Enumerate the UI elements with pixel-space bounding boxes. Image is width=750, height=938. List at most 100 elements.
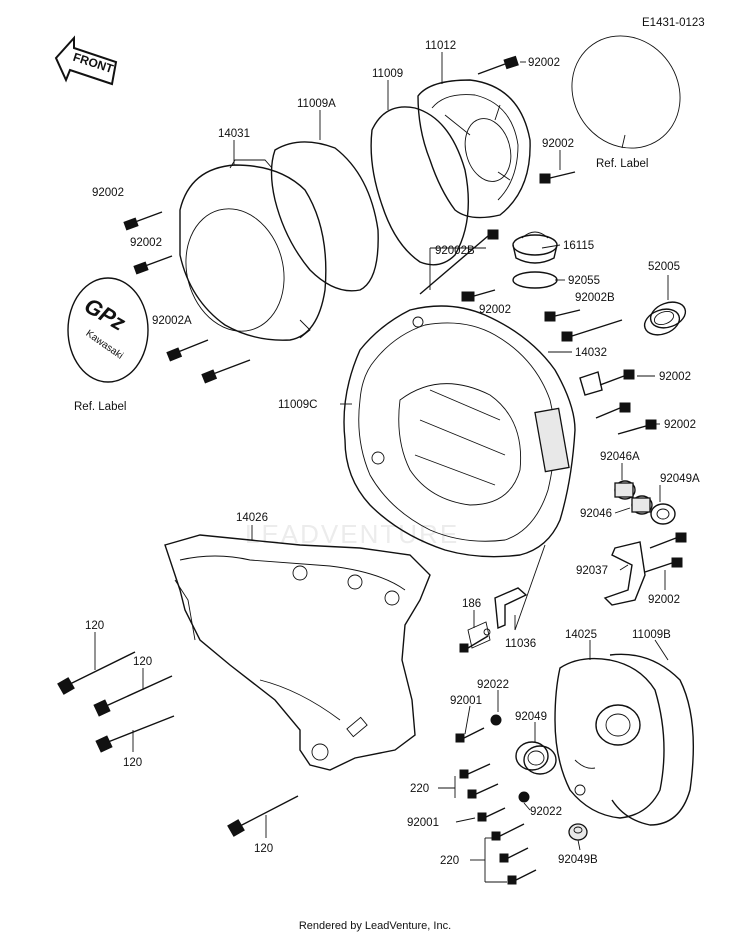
ref-label-right-shape [571, 35, 681, 149]
label-16115: 16115 [563, 240, 594, 252]
bolt-120-a [57, 651, 136, 695]
label-186: 186 [462, 598, 481, 610]
label-92049B: 92049B [558, 854, 598, 866]
label-92055: 92055 [568, 275, 600, 287]
label-120-c: 120 [123, 757, 142, 769]
svg-text:GPz: GPz [80, 293, 130, 336]
gasket-11009B [609, 653, 695, 826]
label-92049A: 92049A [660, 473, 700, 485]
label-ref-label-right: Ref. Label [596, 158, 648, 170]
bolt-220-b1 [491, 823, 525, 841]
filler-cap-16115 [512, 231, 558, 264]
bolt-186 [459, 621, 491, 653]
bracket-small-right [579, 371, 603, 396]
bolt-92002B-top [419, 229, 499, 295]
label-92001-b: 92001 [407, 817, 439, 829]
bolt-92002A-1 [166, 339, 209, 362]
bolt-92001-b [477, 807, 506, 822]
bolt-92002-r3b [617, 419, 657, 435]
label-120-b: 120 [133, 656, 152, 668]
bolt-92002-mid [461, 289, 496, 302]
label-92002B-top: 92002B [435, 245, 475, 257]
collar-92046 [631, 495, 653, 515]
label-220-b: 220 [440, 855, 459, 867]
label-14031: 14031 [218, 128, 250, 140]
seal-92049 [515, 741, 557, 775]
bolt-92002-r4a [649, 532, 687, 549]
label-92022-b: 92022 [530, 806, 562, 818]
label-92001-a: 92001 [450, 695, 482, 707]
bolt-92002-r4b [644, 557, 683, 573]
bolt-120-c [95, 715, 175, 753]
label-52005: 52005 [648, 261, 680, 273]
bolt-92002B-right-2 [561, 319, 623, 342]
bolt-220-b3 [507, 869, 537, 885]
label-92002-l2: 92002 [130, 237, 162, 249]
label-11009: 11009 [372, 68, 403, 80]
washer-92022-b [518, 791, 530, 803]
label-14032: 14032 [575, 347, 607, 359]
label-14025: 14025 [565, 629, 597, 641]
washer-92022-a [490, 714, 502, 726]
bolt-220-b2 [499, 847, 529, 863]
label-11009B: 11009B [632, 629, 671, 641]
bolt-92001-a [455, 727, 485, 743]
label-92037: 92037 [576, 565, 608, 577]
collar-92046A [614, 480, 636, 500]
label-120-a: 120 [85, 620, 104, 632]
seal-52005 [643, 301, 687, 336]
label-92002-r3: 92002 [664, 419, 696, 431]
label-11009A: 11009A [297, 98, 336, 110]
label-92002-r2: 92002 [659, 371, 691, 383]
label-92002B-right: 92002B [575, 292, 615, 304]
label-92049: 92049 [515, 711, 547, 723]
label-120-d: 120 [254, 843, 273, 855]
label-92002-mid: 92002 [479, 304, 511, 316]
clamp-11036 [494, 587, 528, 630]
label-14026: 14026 [236, 512, 268, 524]
label-92002-r4: 92002 [648, 594, 680, 606]
case-14032 [343, 305, 576, 558]
label-11009C: 11009C [278, 399, 317, 411]
bolt-92002B-right-1 [544, 309, 581, 322]
cover-14031 [179, 159, 327, 341]
label-ref-label-left: Ref. Label [74, 401, 126, 413]
bolt-220-a2 [467, 783, 499, 799]
seal-92049A [650, 503, 676, 525]
bolt-120-b [93, 675, 173, 717]
cover-14026 [164, 534, 431, 771]
clamp-92037 [603, 541, 646, 606]
bolt-92002-left-1 [123, 211, 163, 231]
cover-14025 [554, 657, 665, 819]
label-220-a: 220 [410, 783, 429, 795]
leader-lines [94, 52, 669, 883]
label-92046A: 92046A [600, 451, 640, 463]
bolt-92002-left-2 [133, 255, 173, 275]
label-11012: 11012 [425, 40, 456, 52]
gasket-11009A [270, 141, 379, 292]
label-92002-r1: 92002 [542, 138, 574, 150]
front-arrow-icon: FRONT [54, 35, 118, 86]
footer-credit: Rendered by LeadVenture, Inc. [298, 920, 452, 932]
label-92002A: 92002A [152, 315, 192, 327]
outer-cover-11012 [417, 79, 531, 219]
gpz-badge: GPz Kawasaki [67, 277, 149, 383]
bolt-92002-top [477, 55, 519, 75]
label-92046: 92046 [580, 508, 612, 520]
label-11036: 11036 [505, 638, 536, 650]
bolt-92002-r2 [599, 369, 635, 386]
bolt-120-d [227, 795, 299, 837]
watermark: LEADVENTURE [245, 519, 459, 549]
label-92002-l1: 92002 [92, 187, 124, 199]
bolt-92002A-2 [201, 359, 251, 384]
o-ring-92055 [512, 271, 558, 289]
nut-92049B [568, 823, 588, 841]
bolt-92002-r3 [595, 402, 631, 419]
diagram-code: E1431-0123 [642, 17, 705, 29]
label-92022-a: 92022 [477, 679, 509, 691]
bolt-92002-r1 [539, 171, 576, 184]
label-92002-top: 92002 [528, 57, 560, 69]
bolt-220-a1 [459, 763, 491, 779]
gasket-11009 [370, 106, 469, 266]
